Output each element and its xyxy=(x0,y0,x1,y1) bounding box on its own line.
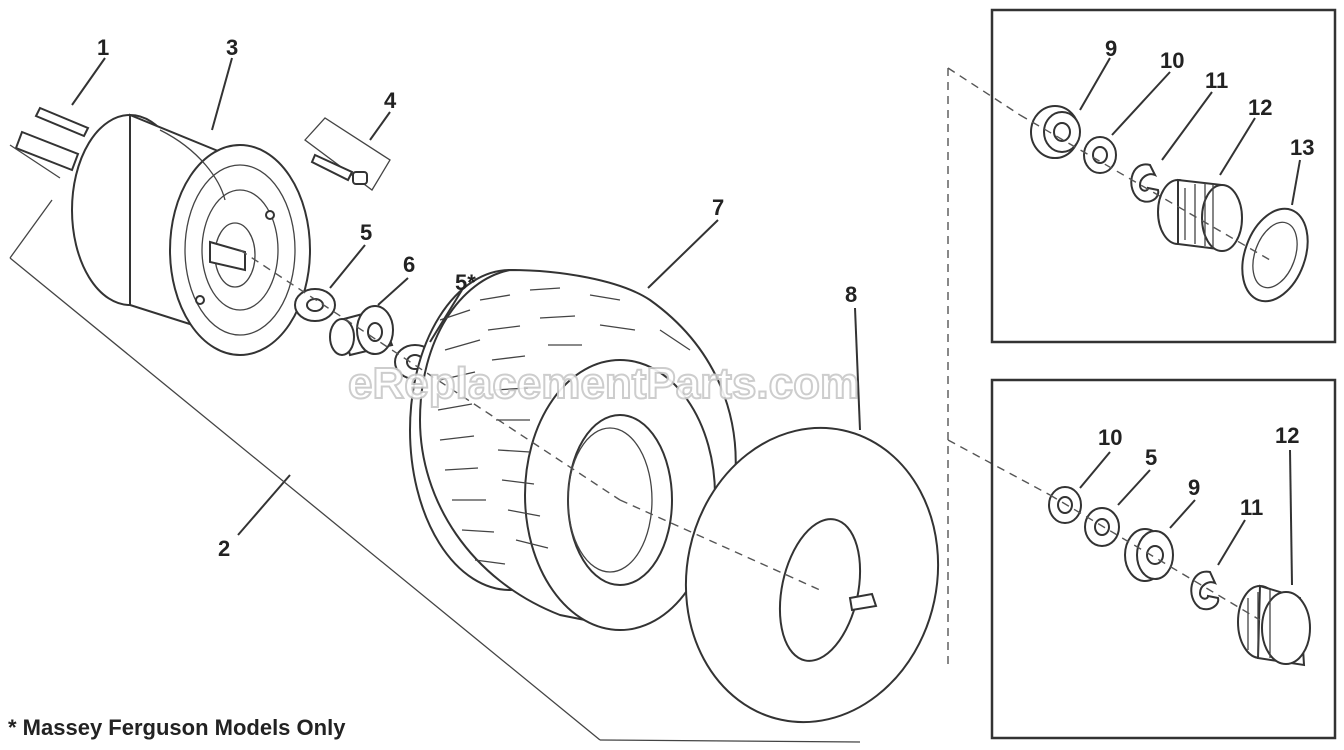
detail-upper-parts xyxy=(1019,57,1319,311)
callout-12-lower: 12 xyxy=(1275,423,1299,448)
leader-lines xyxy=(9,57,1051,743)
callout-12-upper: 12 xyxy=(1248,95,1272,120)
callout-5: 5 xyxy=(360,220,372,245)
tire-part-7[interactable] xyxy=(409,268,737,631)
callout-5-lower: 5 xyxy=(1145,445,1157,470)
detail-box-lower xyxy=(990,378,1337,740)
detail-box-upper xyxy=(990,8,1337,344)
callout-6: 6 xyxy=(403,252,415,277)
wheel-rim-part-3[interactable] xyxy=(71,113,311,356)
retaining-ring-part-11-upper[interactable] xyxy=(1130,163,1160,203)
callout-10-upper: 10 xyxy=(1160,48,1184,73)
footnote: * Massey Ferguson Models Only xyxy=(8,715,346,740)
hub-part-9-lower[interactable] xyxy=(1124,528,1174,582)
cap-part-12-lower[interactable] xyxy=(1237,584,1311,667)
callout-9-lower: 9 xyxy=(1188,475,1200,500)
retaining-ring-part-11-lower[interactable] xyxy=(1190,570,1220,611)
callout-2: 2 xyxy=(218,536,230,561)
callout-8: 8 xyxy=(845,282,857,307)
callout-5-star: 5* xyxy=(455,270,476,295)
washer-part-5-lower[interactable] xyxy=(1084,507,1120,547)
callout-1: 1 xyxy=(97,35,109,60)
key-part-1[interactable] xyxy=(9,106,90,179)
callout-13: 13 xyxy=(1290,135,1314,160)
inner-tube-part-8[interactable] xyxy=(659,404,965,746)
callout-7: 7 xyxy=(712,195,724,220)
detail-lower-parts xyxy=(1048,449,1311,667)
washer-part-5[interactable] xyxy=(294,288,336,322)
cap-part-12-upper[interactable] xyxy=(1157,178,1243,252)
valve-stem-part-4[interactable] xyxy=(304,117,391,191)
hub-part-9-upper[interactable] xyxy=(1030,105,1081,159)
callout-11-lower: 11 xyxy=(1240,495,1263,520)
callout-4: 4 xyxy=(384,88,397,113)
callout-10-lower: 10 xyxy=(1098,425,1122,450)
callout-9-upper: 9 xyxy=(1105,36,1117,61)
washer-part-10-lower[interactable] xyxy=(1048,486,1082,524)
callout-11-upper: 11 xyxy=(1205,68,1228,93)
callout-3: 3 xyxy=(226,35,238,60)
hub-cover-part-13[interactable] xyxy=(1230,200,1319,311)
watermark: eReplacementParts.com xyxy=(348,359,859,408)
